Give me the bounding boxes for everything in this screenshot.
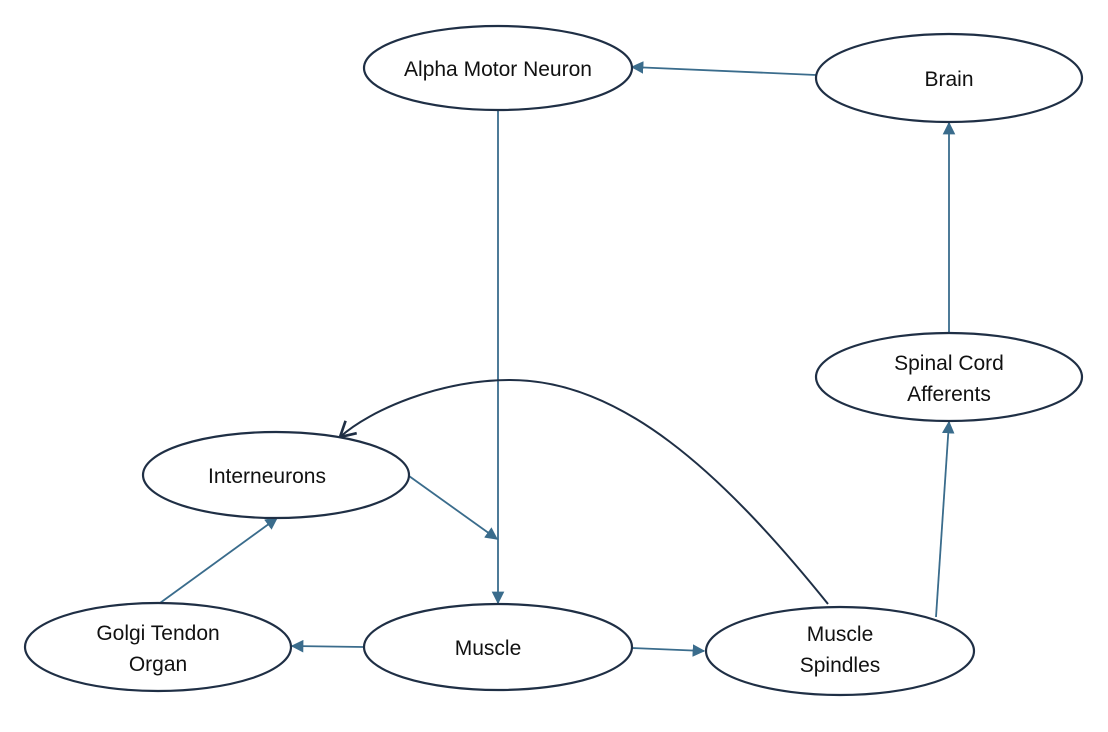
node-label-line-2: Afferents	[907, 383, 991, 406]
edge-muscle-to-muscle-spindles	[631, 644, 706, 657]
edge-interneurons-to-muscle	[408, 475, 499, 540]
node-label-line-2: Organ	[129, 653, 187, 676]
node-label-line-1: Muscle	[807, 623, 874, 646]
node-label: Muscle	[455, 637, 522, 660]
node-muscle-spindles: Muscle Spindles	[704, 605, 976, 697]
node-alpha-motor-neuron: Alpha Motor Neuron	[362, 24, 634, 112]
node-label-line-2: Spindles	[800, 654, 881, 677]
node-interneurons: Interneurons	[141, 430, 411, 520]
edges	[159, 61, 956, 657]
node-label-line-1: Golgi Tendon	[96, 622, 219, 645]
edge-muscle-spindles-to-spinal-cord-afferents	[935, 420, 955, 618]
edge-brain-to-alpha-motor-neuron	[630, 61, 817, 76]
node-muscle: Muscle	[362, 602, 634, 692]
node-spinal-cord-afferents: Spinal Cord Afferents	[814, 331, 1084, 423]
node-label: Interneurons	[208, 465, 326, 488]
node-brain: Brain	[814, 32, 1084, 124]
edge-muscle-to-golgi-tendon-organ	[290, 639, 365, 653]
edge-muscle-spindles-to-interneurons	[337, 378, 829, 605]
node-label-line-1: Spinal Cord	[894, 352, 1004, 375]
node-golgi-tendon-organ: Golgi Tendon Organ	[23, 601, 293, 693]
node-label: Alpha Motor Neuron	[404, 58, 592, 81]
edge-golgi-tendon-organ-to-interneurons	[159, 517, 279, 604]
node-label: Brain	[924, 68, 973, 91]
